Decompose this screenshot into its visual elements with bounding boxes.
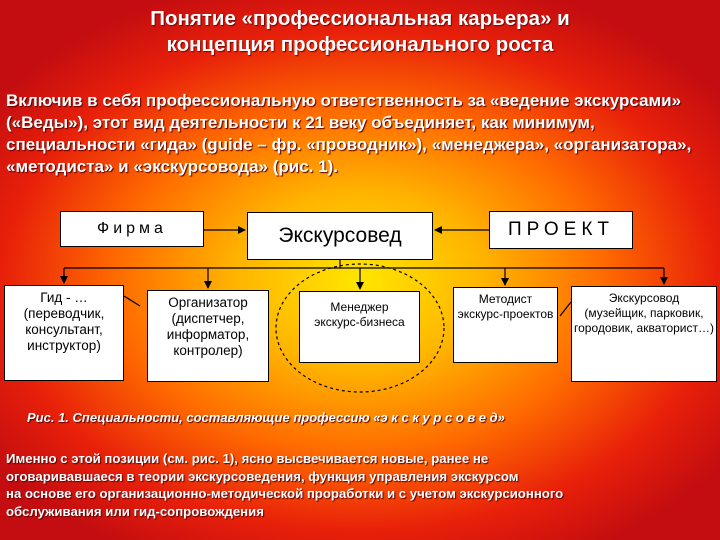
role-desc: экскурс-бизнеса — [314, 315, 405, 329]
role-title: Гид - … — [40, 290, 88, 305]
outro-paragraph: Именно с этой позиции (см. рис. 1), ясно… — [6, 450, 716, 520]
slide-title-line-2: концепция профессионального роста — [166, 33, 554, 56]
role-desc: (диспетчер, информатор, контролер) — [166, 311, 250, 358]
slide-title-line-1: Понятие «профессиональная карьера» и — [150, 7, 570, 30]
role-box-ekskursovod: Экскурсовод (музейщик, парковик, городов… — [571, 286, 717, 382]
role-desc: экскурс-проектов — [457, 307, 554, 321]
ekskursoved-box: Экскурсовед — [247, 212, 433, 260]
firma-box: Фирма — [60, 211, 204, 247]
outro-line-3: на основе его организационно-методическо… — [6, 486, 564, 502]
role-desc: (музейщик, парковик, городовик, акватори… — [573, 306, 715, 335]
role-box-menedzher: Менеджер экскурс-бизнеса — [299, 291, 420, 363]
proekt-box: ПРОЕКТ — [489, 211, 633, 249]
role-title: Экскурсовод — [608, 291, 680, 305]
role-title: Менеджер — [330, 300, 389, 314]
dashed-circle — [275, 263, 445, 393]
outro-line-4: обслуживания или гид-сопровождения — [6, 503, 264, 519]
role-title: Методист — [478, 292, 533, 306]
figure-caption: Рис. 1. Специальности, составляющие проф… — [27, 410, 505, 425]
role-box-organizator: Организатор (диспетчер, информатор, конт… — [147, 290, 269, 382]
role-desc: (переводчик, консультант, инструктор) — [23, 306, 105, 353]
role-box-gid: Гид - … (переводчик, консультант, инстру… — [4, 285, 124, 381]
arrow-diag-left — [123, 295, 141, 307]
role-title: Организатор — [168, 295, 248, 310]
intro-paragraph: Включив в себя профессиональную ответств… — [6, 91, 692, 176]
slide-title: Понятие «профессиональная карьера» и кон… — [0, 6, 720, 58]
outro-line-2: оговаривавшаеся в теории экскурсоведения… — [6, 468, 519, 484]
outro-line-1: Именно с этой позиции (см. рис. 1), ясно… — [6, 451, 489, 466]
arrow-diag-right — [559, 301, 572, 317]
role-box-metodist: Методист экскурс-проектов — [453, 287, 558, 363]
